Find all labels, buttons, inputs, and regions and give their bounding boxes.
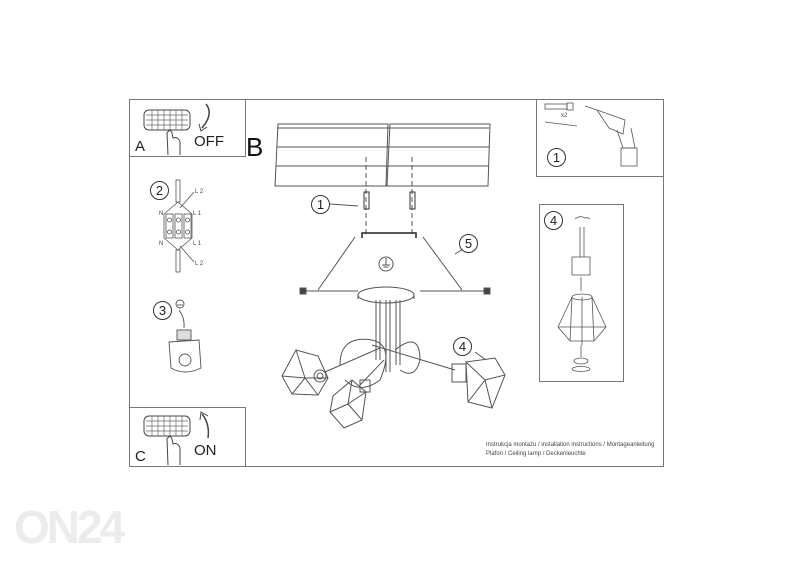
panel-c-letter: C (135, 448, 146, 465)
instruction-sheet (129, 99, 664, 467)
step-4-marker: 4 (544, 211, 563, 230)
anchor-count: x2 (561, 113, 568, 119)
watermark-logo: ON24 (14, 501, 125, 553)
panel-b-letter: B (246, 132, 264, 162)
ground-terminal-icon (168, 299, 202, 373)
step-3-marker: 3 (153, 301, 172, 320)
document-title: Instrukcja montażu / installation instru… (486, 442, 655, 448)
shade-assembly-icon (557, 216, 607, 372)
panel-a-action: OFF (194, 133, 224, 150)
step-2-marker: 2 (150, 181, 169, 200)
terminal-block-icon (143, 103, 210, 156)
panel-c-power-on: C ON (129, 407, 246, 467)
panel-step-4-shade: 4 (539, 204, 624, 382)
wire-label-n-bottom: N (159, 241, 164, 247)
panel-c-action: ON (194, 442, 217, 459)
wire-label-l2-top: L 2 (195, 189, 204, 195)
panel-a-power-off: A OFF (129, 99, 246, 157)
wire-label-l1-top: L 1 (193, 211, 202, 217)
drill-and-anchors-icon (544, 102, 638, 167)
wiring-connector-diagram (163, 179, 195, 273)
terminal-block-icon (143, 411, 210, 466)
wire-label-l2-bottom: L 2 (195, 261, 204, 267)
step-5-marker: 5 (459, 234, 478, 253)
step-1-marker: 1 (547, 148, 566, 167)
panel-a-letter: A (135, 138, 146, 155)
step-4-marker-b: 4 (453, 337, 472, 356)
step-1-marker-b: 1 (311, 195, 330, 214)
panel-step-1-tools: x2 1 (536, 99, 664, 177)
document-subtitle: Plafon / Ceiling lamp / Deckenleuchte (486, 451, 586, 457)
wire-label-n-top: N (159, 211, 164, 217)
wire-label-l1-bottom: L 1 (193, 241, 202, 247)
